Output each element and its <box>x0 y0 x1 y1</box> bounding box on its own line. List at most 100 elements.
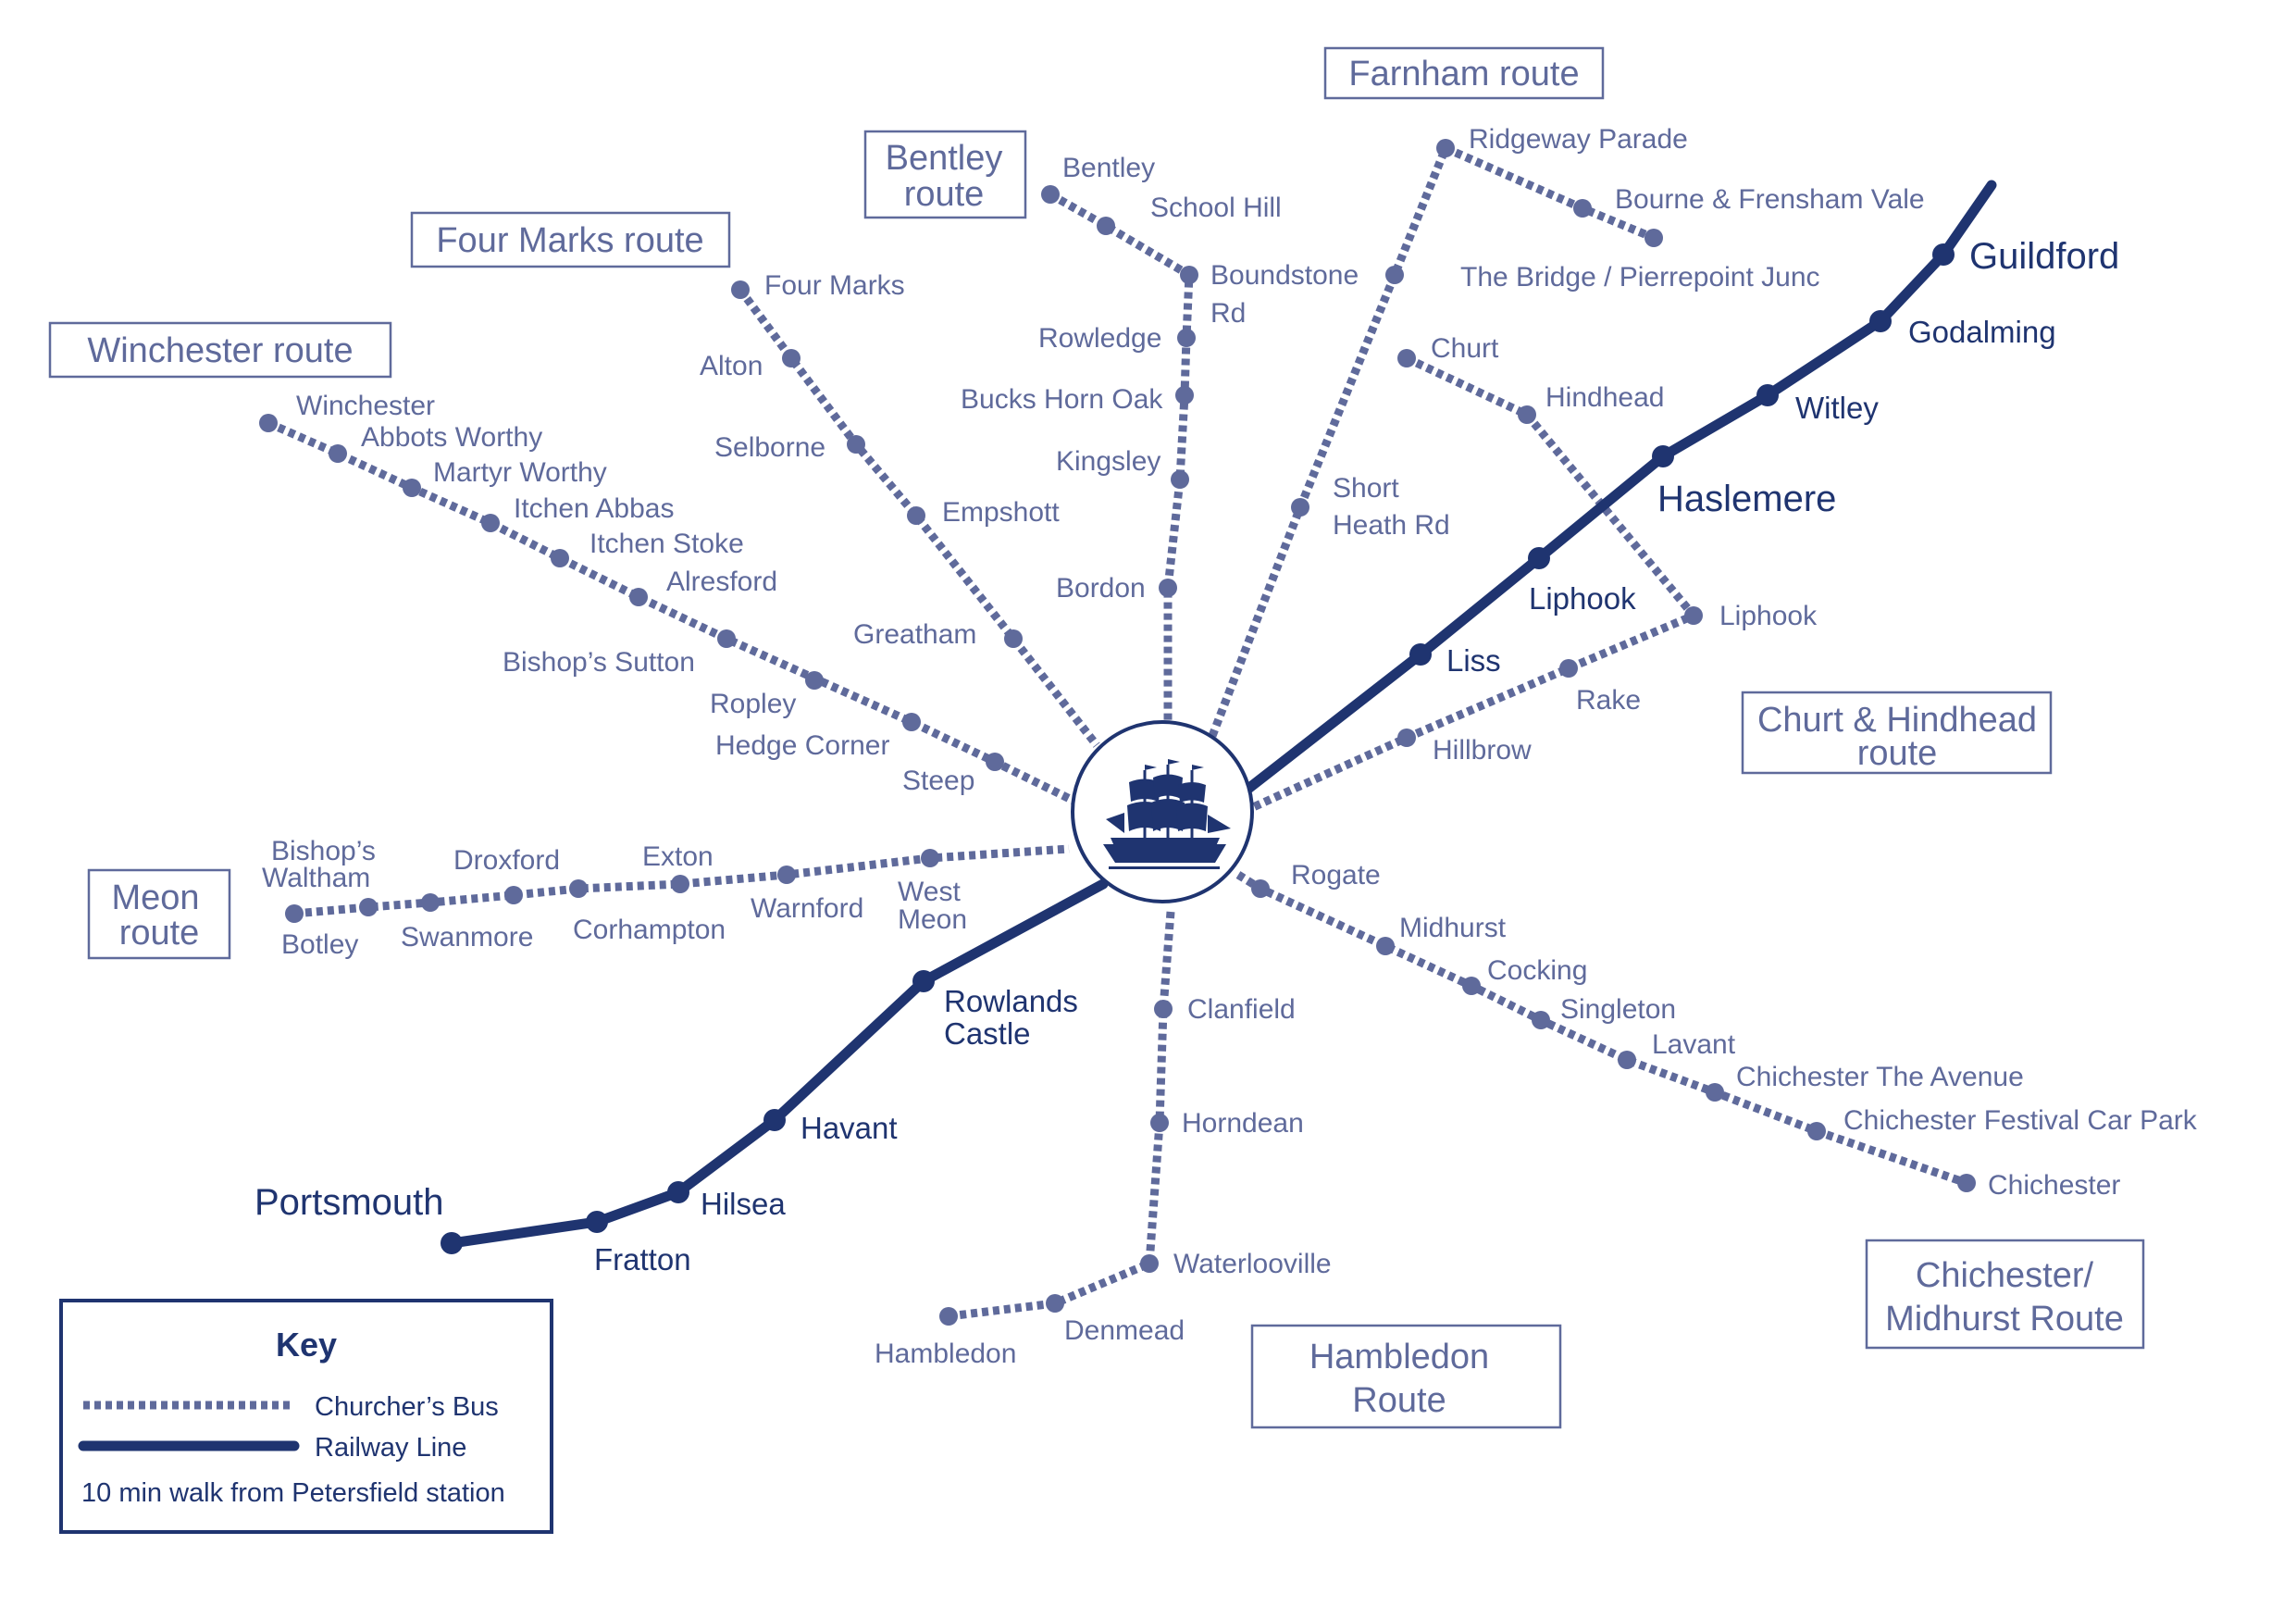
label-droxford: Droxford <box>453 845 560 876</box>
meon-route-title-1: Meon <box>111 878 199 917</box>
label-alton: Alton <box>700 351 763 381</box>
bentley-route-title-1: Bentley <box>886 139 1003 178</box>
stop-hindhead <box>1518 405 1536 424</box>
hambledon-route-box <box>1250 1324 1562 1429</box>
label-rogate: Rogate <box>1291 860 1381 890</box>
stop-bishops-waltham <box>359 898 378 916</box>
stop-rowledge <box>1177 329 1196 347</box>
label-bourne-frensham-vale: Bourne & Frensham Vale <box>1615 184 1925 215</box>
churt-hindhead-route-line <box>1249 354 1701 813</box>
label-midhurst: Midhurst <box>1399 913 1507 943</box>
label-horndean: Horndean <box>1182 1108 1304 1139</box>
four-marks-route-title: Four Marks route <box>436 221 703 260</box>
label-fratton: Fratton <box>594 1242 691 1277</box>
label-hambledon: Hambledon <box>875 1339 1016 1369</box>
chichester-midhurst-route-line <box>1235 871 1968 1188</box>
label-boundstone-rd-2: Rd <box>1210 298 1246 329</box>
chichester-midhurst-route-title-2: Midhurst Route <box>1885 1300 2124 1339</box>
label-cocking: Cocking <box>1487 955 1587 986</box>
stop-chichester-the-avenue <box>1706 1083 1724 1102</box>
bentley-route-title-2: route <box>904 175 985 214</box>
station-haslemere <box>1652 445 1674 467</box>
stop-bentley <box>1041 185 1060 204</box>
label-denmead: Denmead <box>1064 1315 1185 1346</box>
bentley-route-line <box>1048 191 1194 722</box>
label-chichester-the-avenue: Chichester The Avenue <box>1736 1062 2024 1092</box>
label-bentley: Bentley <box>1062 153 1155 183</box>
label-the-bridge: The Bridge / Pierrepoint Junc <box>1460 262 1820 293</box>
meon-route-line <box>293 844 1070 918</box>
station-witley <box>1756 384 1779 406</box>
stop-bordon <box>1159 579 1177 597</box>
label-guildford: Guildford <box>1969 236 2119 277</box>
station-fratton <box>586 1211 608 1233</box>
label-bishops-waltham-1: Bishop’s <box>271 836 376 866</box>
label-alresford: Alresford <box>666 567 777 597</box>
stop-hambledon <box>939 1307 958 1326</box>
label-short-heath-rd-2: Heath Rd <box>1333 510 1450 541</box>
stop-waterlooville <box>1140 1254 1159 1273</box>
label-rowlands-castle-1: Rowlands <box>944 984 1078 1018</box>
label-rowlands-castle-2: Castle <box>944 1016 1031 1051</box>
stop-alresford <box>629 588 648 606</box>
label-havant: Havant <box>800 1111 898 1145</box>
label-bordon: Bordon <box>1056 573 1146 604</box>
label-lavant: Lavant <box>1652 1029 1736 1060</box>
label-rake: Rake <box>1576 685 1641 716</box>
label-corhampton: Corhampton <box>573 915 726 945</box>
stop-rake <box>1559 659 1578 678</box>
label-clanfield: Clanfield <box>1187 994 1296 1025</box>
bentley-route-box <box>863 130 1027 219</box>
label-churt: Churt <box>1431 333 1499 364</box>
ship-icon <box>1103 759 1231 869</box>
map-key: Key Churcher’s Bus Railway Line 10 min w… <box>59 1299 553 1534</box>
farnham-route-title: Farnham route <box>1348 55 1579 93</box>
label-school-hill: School Hill <box>1150 193 1282 223</box>
churt-hindhead-route-box <box>1741 691 2053 775</box>
label-steep: Steep <box>902 766 974 796</box>
stop-bourne-frensham-vale <box>1573 199 1592 218</box>
chichester-midhurst-route-box <box>1865 1239 2145 1350</box>
winchester-route-line <box>267 418 1075 805</box>
station-hilsea <box>667 1181 689 1203</box>
label-hillbrow: Hillbrow <box>1433 735 1532 766</box>
station-liphook <box>1528 547 1550 569</box>
rail-stations <box>441 243 1955 1254</box>
key-box <box>59 1299 553 1534</box>
stop-midhurst <box>1376 937 1395 955</box>
stop-corhampton <box>569 879 588 898</box>
label-chichester-festival-car-park: Chichester Festival Car Park <box>1843 1105 2198 1136</box>
label-abbots-worthy: Abbots Worthy <box>361 422 542 453</box>
stop-churt <box>1397 349 1416 367</box>
label-liphook-bus: Liphook <box>1719 601 1818 631</box>
label-bishops-sutton: Bishop’s Sutton <box>503 647 695 678</box>
churt-hindhead-route-title-2: route <box>1857 734 1938 773</box>
stop-steep <box>986 753 1004 771</box>
hambledon-route-line <box>948 911 1175 1321</box>
stop-bishops-sutton <box>717 629 736 648</box>
key-title: Key <box>276 1326 337 1364</box>
stop-kingsley <box>1171 470 1189 489</box>
label-portsmouth: Portsmouth <box>254 1182 444 1223</box>
bus-stops <box>259 139 1976 1326</box>
stop-hedge-corner <box>902 713 921 731</box>
label-itchen-stoke: Itchen Stoke <box>590 529 744 559</box>
stop-chichester-festival-car-park <box>1807 1122 1826 1140</box>
label-haslemere: Haslemere <box>1657 479 1836 519</box>
stop-rogate <box>1251 879 1270 898</box>
label-liphook: Liphook <box>1529 581 1636 616</box>
stop-itchen-abbas <box>481 514 500 532</box>
label-singleton: Singleton <box>1560 994 1676 1025</box>
stop-exton <box>671 875 689 893</box>
label-bishops-waltham-2: Waltham <box>262 863 370 893</box>
winchester-route-box <box>48 321 392 379</box>
label-short-heath-rd-1: Short <box>1333 473 1399 504</box>
stop-singleton <box>1532 1011 1550 1029</box>
chichester-midhurst-route-title-1: Chichester/ <box>1916 1256 2094 1295</box>
railway-lines <box>446 180 1997 1249</box>
label-winchester: Winchester <box>296 391 435 421</box>
farnham-route-box <box>1323 46 1605 100</box>
four-marks-route-line <box>737 287 1100 748</box>
key-rail-label: Railway Line <box>315 1433 466 1463</box>
meon-route-title-2: route <box>119 914 200 953</box>
